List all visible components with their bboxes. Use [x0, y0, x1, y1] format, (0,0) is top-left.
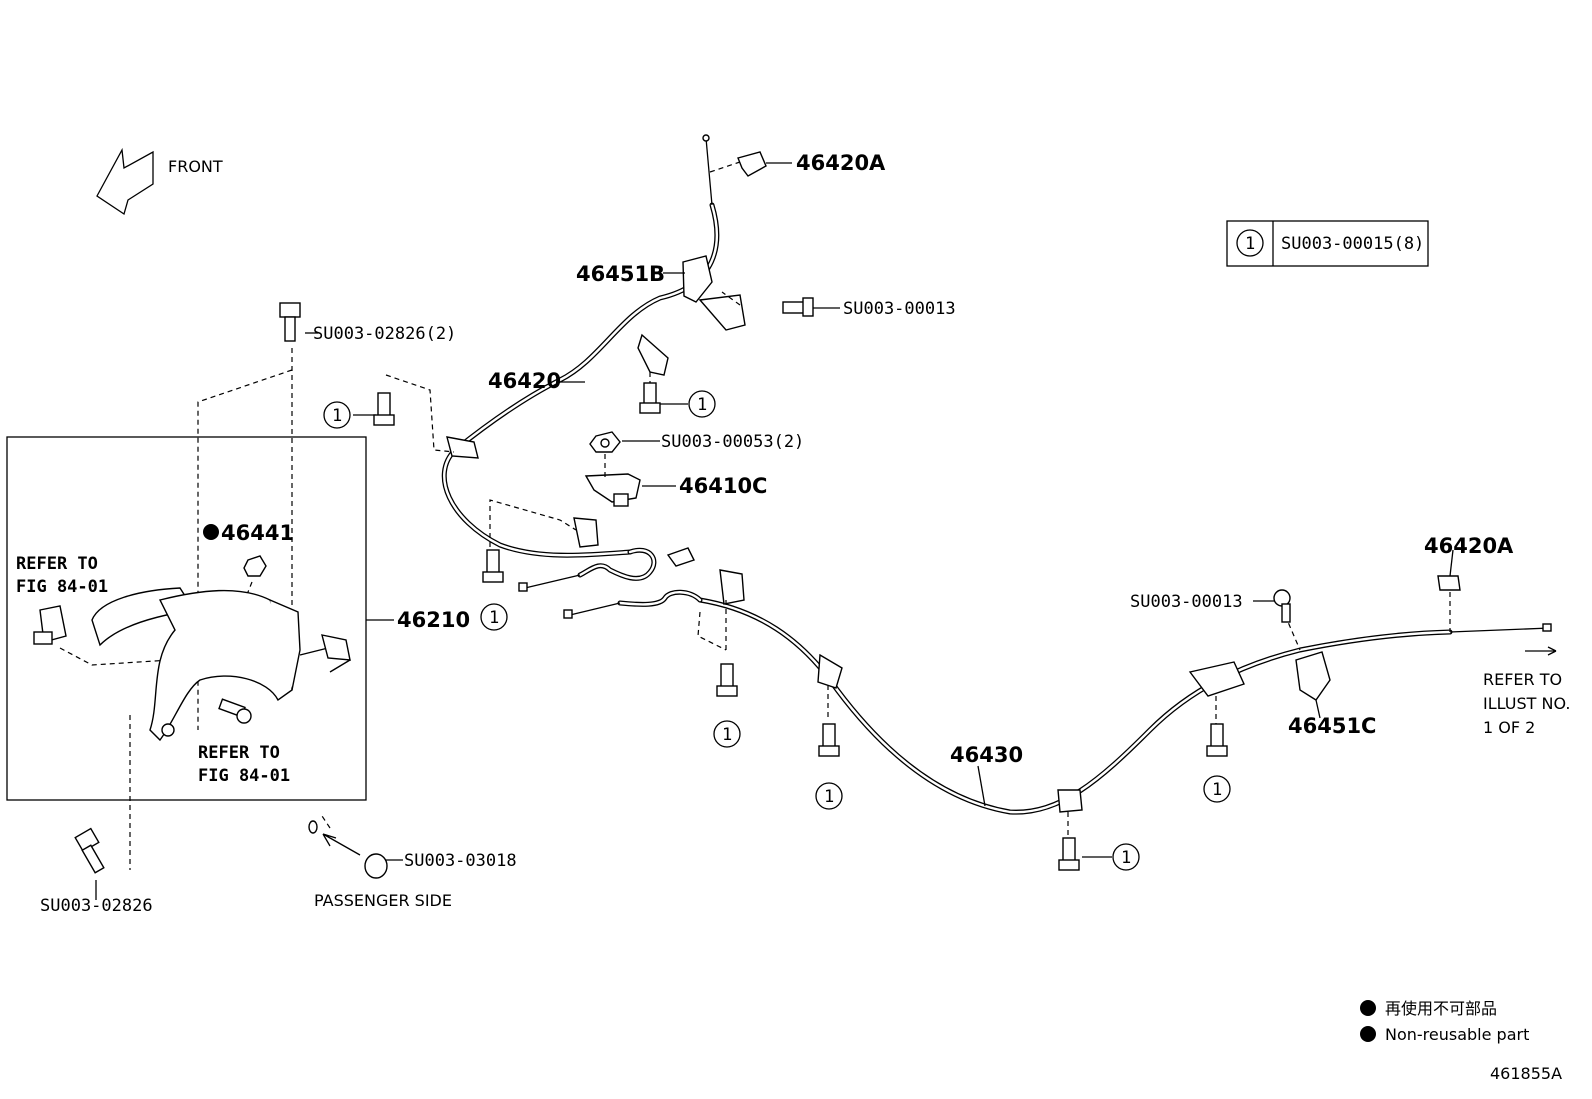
note-passenger-side: PASSENGER SIDE: [314, 891, 452, 910]
cable-bracket-upper: [637, 333, 669, 376]
legend-code: SU003-00015(8): [1281, 234, 1424, 254]
note-refer-bottom-2: FIG 84-01: [198, 766, 290, 786]
figure-id: 461855A: [1490, 1064, 1562, 1083]
bolt-su00013-right: [1273, 589, 1291, 623]
bolt-46420: [639, 382, 661, 414]
label-su02826-2: SU003-02826(2): [313, 324, 456, 344]
label-46420A-right: 46420A: [1424, 534, 1514, 558]
label-46441: 46441: [221, 521, 294, 545]
label-46210: 46210: [397, 608, 470, 632]
label-46420: 46420: [488, 369, 561, 393]
refer-arrow-icon: [1525, 646, 1557, 656]
key-en: Non-reusable part: [1385, 1025, 1529, 1044]
cable-46420: [441, 134, 720, 558]
clip-46420A-top: [737, 151, 767, 177]
note-refer-bottom-1: REFER TO: [198, 743, 280, 763]
non-reusable-dot-icon: [203, 524, 219, 540]
cable-clip-46451B: [682, 255, 713, 303]
bolt-su02826-bottom: [74, 827, 105, 874]
cable-bracket-mid: [573, 517, 599, 548]
bolt-cable-d: [1058, 837, 1080, 871]
leader-lines: [95, 162, 1454, 900]
cable-bracket-46430-b: [1057, 789, 1083, 813]
label-su00013-right: SU003-00013: [1130, 592, 1243, 612]
cable-equalizer: [518, 547, 745, 619]
inset-box: [6, 436, 367, 801]
bracket-46410C: [584, 473, 641, 507]
label-46451C: 46451C: [1288, 714, 1376, 738]
callout-num: 1: [489, 608, 499, 628]
label-su00053-2: SU003-00053(2): [661, 432, 804, 452]
cable-bracket-46430-c: [1188, 661, 1245, 697]
bolt-left-upper: [373, 392, 395, 426]
legend-box: 1 SU003-00015(8): [1226, 220, 1429, 267]
label-su02826: SU003-02826: [40, 896, 153, 916]
note-refer-illust-3: 1 OF 2: [1483, 718, 1535, 737]
nut-su00053: [589, 431, 621, 453]
note-refer-illust-1: REFER TO: [1483, 670, 1562, 689]
callout-num: 1: [1121, 848, 1131, 868]
bolt-cable-c: [818, 723, 840, 757]
key-dot-icon: [1360, 1026, 1376, 1042]
non-reusable-key: 再使用不可部品 Non-reusable part: [1360, 999, 1529, 1044]
bolt-su00013-top: [782, 297, 814, 317]
nut-46441: [243, 555, 267, 577]
label-su00013-top: SU003-00013: [843, 299, 956, 319]
key-jp: 再使用不可部品: [1385, 999, 1497, 1018]
arrow-plug: [322, 833, 361, 856]
callout-num: 1: [332, 406, 342, 426]
lever-assembly-46210: [33, 587, 351, 742]
label-46430: 46430: [950, 743, 1023, 767]
note-refer-left-2: FIG 84-01: [16, 577, 108, 597]
legend-num: 1: [1245, 234, 1255, 254]
bracket-top-right: [698, 294, 746, 331]
bolt-cable-b: [716, 663, 738, 697]
label-46451B: 46451B: [576, 262, 665, 286]
front-arrow-icon: [96, 147, 154, 216]
plug-su03018: [364, 853, 388, 879]
note-refer-left-1: REFER TO: [16, 554, 98, 574]
bolt-cable-a: [482, 549, 504, 583]
front-label: FRONT: [168, 157, 223, 176]
callout-num: 1: [722, 725, 732, 745]
callout-num: 1: [1212, 780, 1222, 800]
cable-bracket-left: [446, 436, 479, 459]
bolt-cable-e: [1206, 723, 1228, 757]
clip-46420A-right: [1437, 575, 1461, 591]
note-refer-illust-2: ILLUST NO.: [1483, 694, 1570, 713]
label-su03018: SU003-03018: [404, 851, 517, 871]
cable-bracket-46430-a: [817, 653, 843, 689]
label-46420A-top: 46420A: [796, 151, 886, 175]
plug-small: [308, 820, 318, 834]
callout-num: 1: [824, 787, 834, 807]
label-46410C: 46410C: [679, 474, 767, 498]
callout-num: 1: [697, 395, 707, 415]
bolt-lever-lower: [218, 698, 252, 724]
cable-clip-46451C: [1295, 651, 1331, 701]
bolt-su02826-top: [279, 302, 301, 342]
key-dot-icon: [1360, 1000, 1376, 1016]
assembly-dash-lines: [59, 161, 1451, 870]
callout-circles: 1 1 1 1 1 1 1: [323, 390, 1231, 871]
